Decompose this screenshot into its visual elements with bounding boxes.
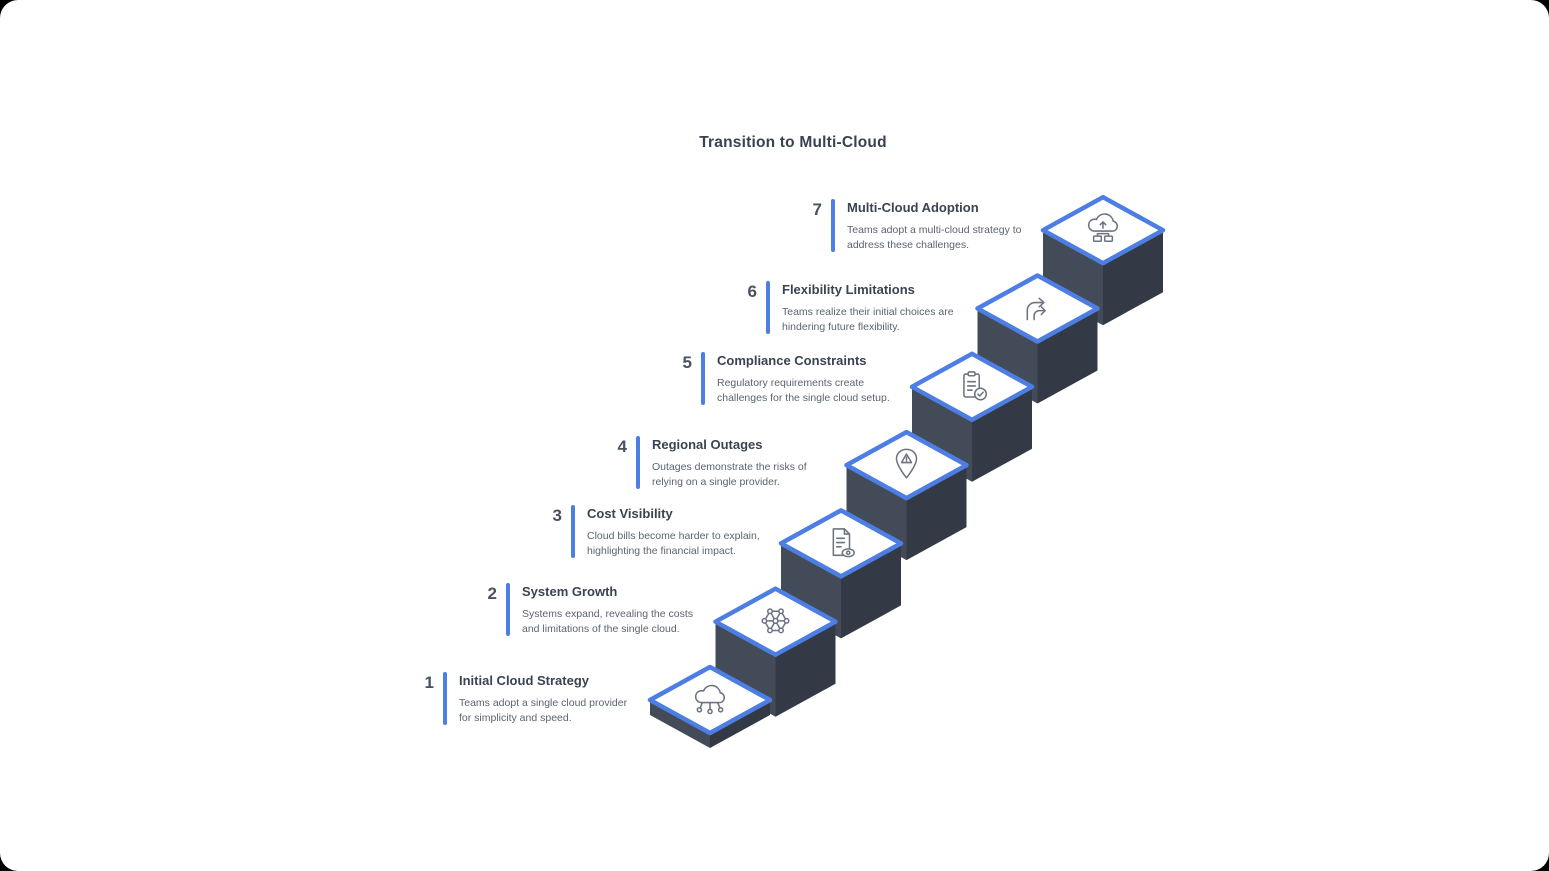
step-tile xyxy=(647,664,773,736)
step-accent-bar xyxy=(636,436,640,490)
step-label-7: 7 Multi-Cloud Adoption Teams adopt a mul… xyxy=(792,199,1027,253)
step-block-5 xyxy=(909,351,1035,482)
step-tile xyxy=(844,429,969,501)
step-riser-left xyxy=(715,621,776,717)
step-title: Flexibility Limitations xyxy=(782,282,915,297)
step-label-5: 5 Compliance Constraints Regulatory requ… xyxy=(662,352,897,406)
step-riser-right xyxy=(1103,230,1163,326)
step-accent-bar xyxy=(701,352,705,406)
step-description: Systems expand, revealing the costs and … xyxy=(522,608,694,635)
bill-eye-icon xyxy=(832,528,855,558)
step-number: 7 xyxy=(812,200,822,219)
step-title: System Growth xyxy=(522,584,618,599)
step-label-6: 6 Flexibility Limitations Teams realize … xyxy=(727,281,962,335)
step-description: Outages demonstrate the risks of relying… xyxy=(652,461,807,488)
step-description: Regulatory requirements create challenge… xyxy=(717,377,890,404)
cloud-network-icon xyxy=(694,684,726,715)
step-number: 5 xyxy=(682,353,692,372)
step-riser-left xyxy=(846,465,907,561)
step-riser-right xyxy=(906,465,967,561)
step-riser-right xyxy=(710,700,770,748)
step-block-1 xyxy=(647,664,773,748)
step-number: 4 xyxy=(617,437,627,456)
step-tile xyxy=(713,586,838,657)
step-number: 6 xyxy=(747,282,757,301)
step-description: Teams adopt a single cloud provider for … xyxy=(459,697,628,724)
step-number: 3 xyxy=(552,506,562,525)
step-riser-right xyxy=(841,543,901,639)
step-title: Regional Outages xyxy=(652,437,763,452)
step-tile xyxy=(909,351,1035,423)
step-label-4: 4 Regional Outages Outages demonstrate t… xyxy=(597,436,832,490)
step-riser-left xyxy=(781,543,841,639)
step-tile xyxy=(1040,194,1166,266)
step-description: Teams realize their initial choices are … xyxy=(782,306,954,333)
step-accent-bar xyxy=(766,281,770,335)
step-riser-right xyxy=(1037,308,1098,404)
diagram-title: Transition to Multi-Cloud xyxy=(699,134,887,151)
step-riser-left xyxy=(912,386,972,482)
step-label-3: 3 Cost Visibility Cloud bills become har… xyxy=(532,505,767,559)
step-accent-bar xyxy=(831,199,835,253)
step-block-4 xyxy=(844,429,969,561)
step-description: Teams adopt a multi-cloud strategy to ad… xyxy=(847,224,1022,251)
step-riser-left xyxy=(650,700,710,748)
step-label-1: 1 Initial Cloud Strategy Teams adopt a s… xyxy=(404,672,639,726)
step-block-3 xyxy=(778,508,904,639)
step-accent-bar xyxy=(506,583,510,637)
step-number: 1 xyxy=(424,673,434,692)
step-block-6 xyxy=(975,273,1100,404)
step-block-7 xyxy=(1040,194,1166,326)
step-riser-left xyxy=(977,308,1038,404)
step-accent-bar xyxy=(571,505,575,559)
clipboard-check-icon xyxy=(963,371,988,401)
step-title: Cost Visibility xyxy=(587,506,673,521)
step-block-2 xyxy=(713,586,838,717)
step-title: Initial Cloud Strategy xyxy=(459,673,590,688)
step-tile xyxy=(778,508,904,579)
multi-cloud-icon xyxy=(1087,213,1119,243)
step-riser-left xyxy=(1043,230,1103,326)
step-tile xyxy=(975,273,1100,344)
alert-pin-icon xyxy=(895,448,918,479)
step-riser-right xyxy=(972,386,1032,482)
step-accent-bar xyxy=(443,672,447,726)
step-riser-right xyxy=(775,621,836,717)
network-nodes-icon xyxy=(761,608,790,634)
step-description: Cloud bills become harder to explain, hi… xyxy=(587,530,760,557)
flex-arrows-icon xyxy=(1026,297,1046,321)
step-title: Multi-Cloud Adoption xyxy=(847,200,979,215)
step-label-2: 2 System Growth Systems expand, revealin… xyxy=(467,583,702,637)
step-title: Compliance Constraints xyxy=(717,353,867,368)
step-number: 2 xyxy=(487,584,497,603)
